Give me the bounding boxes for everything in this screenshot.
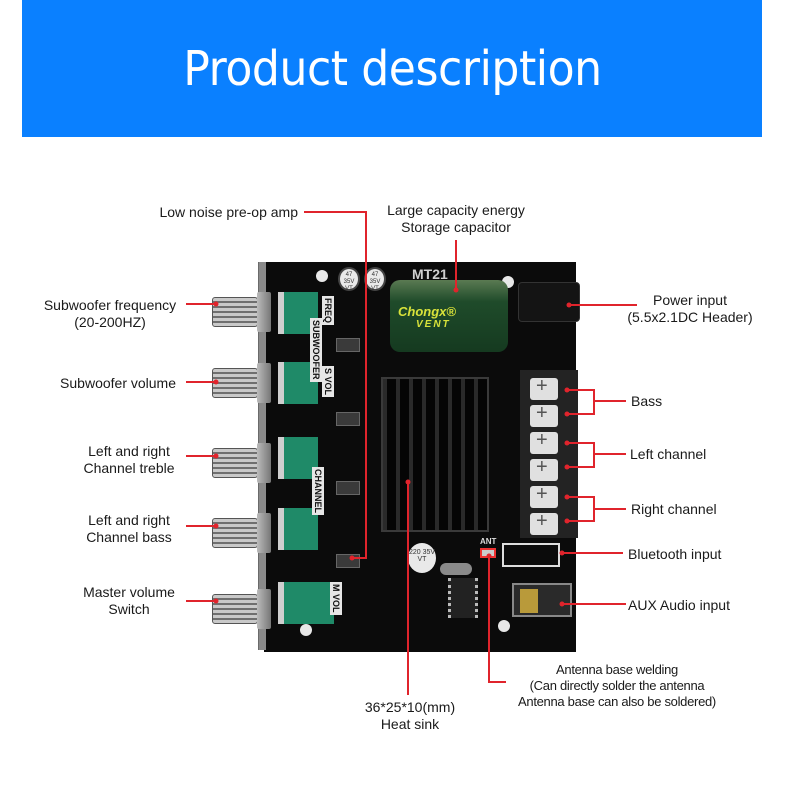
label-line: Power input — [653, 292, 727, 308]
header-banner: Product description — [22, 0, 762, 137]
silk-freq: FREQ — [322, 296, 334, 326]
capacitor-brand: Chongx® — [398, 304, 456, 319]
opamp-chip — [336, 554, 360, 568]
terminal-screw — [530, 456, 558, 481]
opamp-chip — [336, 481, 360, 495]
label-power-input: Power input (5.5x2.1DC Header) — [622, 292, 758, 326]
terminal-screw — [530, 483, 558, 508]
label-antenna: Antenna base welding (Can directly solde… — [500, 662, 734, 710]
label-line: Master volume — [83, 584, 175, 600]
label-channel-treble: Left and right Channel treble — [70, 443, 188, 477]
label-line: Antenna base welding — [556, 662, 678, 677]
label-storage-capacitor: Large capacity energy Storage capacitor — [370, 202, 542, 236]
silk-channel: CHANNEL — [312, 467, 324, 515]
crystal-oscillator — [440, 563, 472, 575]
label-line: Switch — [108, 601, 150, 617]
label-line: Storage capacitor — [401, 219, 511, 235]
speaker-terminal-block — [520, 370, 578, 538]
pot-master-volume — [278, 582, 334, 624]
small-capacitor-2: 47 35V VT — [364, 267, 386, 292]
board-model: MT21 — [412, 266, 448, 282]
silk-m-vol: M VOL — [330, 582, 342, 615]
knob-channel-bass[interactable] — [212, 513, 271, 553]
label-bass: Bass — [631, 393, 663, 409]
capacitor-vent: VENT — [416, 319, 451, 330]
page-title: Product description — [182, 40, 602, 97]
mount-hole — [300, 624, 312, 636]
dc-power-jack — [518, 282, 580, 322]
label-channel-bass: Left and right Channel bass — [70, 512, 188, 546]
silk-s-vol: S VOL — [322, 366, 334, 398]
knob-subwoofer-frequency[interactable] — [212, 292, 271, 332]
label-line: Channel bass — [86, 529, 172, 545]
terminal-screw — [530, 402, 558, 427]
label-subwoofer-volume: Subwoofer volume — [60, 375, 176, 391]
small-capacitor-1: 47 35V VT — [338, 267, 360, 292]
knob-master-volume[interactable] — [212, 589, 271, 629]
mount-hole — [498, 620, 510, 632]
knob-channel-treble[interactable] — [212, 443, 271, 483]
label-line: (5.5x2.1DC Header) — [627, 309, 753, 325]
label-line: Left and right — [88, 443, 170, 459]
antenna-pad — [480, 548, 496, 558]
label-low-noise-preamp: Low noise pre-op amp — [159, 204, 298, 220]
label-master-volume: Master volume Switch — [70, 584, 188, 618]
opamp-chip — [336, 338, 360, 352]
label-line: Heat sink — [380, 716, 440, 732]
aux-jack — [512, 583, 572, 617]
label-line: (Can directly solder the antenna — [529, 678, 705, 693]
label-left-channel: Left channel — [630, 446, 707, 462]
storage-capacitor: Chongx® VENT — [390, 280, 508, 352]
label-aux-input: AUX Audio input — [628, 597, 730, 613]
heat-sink — [381, 377, 489, 532]
terminal-screw — [530, 510, 558, 535]
opamp-chip — [336, 412, 360, 426]
label-line: (20-200HZ) — [74, 314, 146, 330]
label-right-channel: Right channel — [631, 501, 717, 517]
label-bluetooth-input: Bluetooth input — [628, 546, 722, 562]
bluetooth-chip — [448, 578, 478, 618]
knob-subwoofer-volume[interactable] — [212, 363, 271, 403]
label-line: Channel treble — [83, 460, 175, 476]
label-subwoofer-frequency: Subwoofer frequency (20-200HZ) — [30, 297, 190, 331]
label-line: Antenna base can also be soldered) — [518, 694, 716, 709]
label-line: Left and right — [88, 512, 170, 528]
ant-label: ANT — [480, 537, 497, 546]
label-heat-sink: 36*25*10(mm) Heat sink — [340, 699, 480, 733]
mount-hole — [316, 270, 328, 282]
label-line: 36*25*10(mm) — [364, 699, 456, 715]
label-line: Large capacity energy — [387, 202, 525, 218]
terminal-screw — [530, 375, 558, 400]
silk-subwoofer: SUBWOOFER — [310, 318, 322, 382]
terminal-screw — [530, 429, 558, 454]
filter-capacitor: 220 35V VT — [408, 543, 436, 573]
label-line: Subwoofer frequency — [43, 297, 177, 313]
bluetooth-antenna-trace — [502, 543, 560, 567]
